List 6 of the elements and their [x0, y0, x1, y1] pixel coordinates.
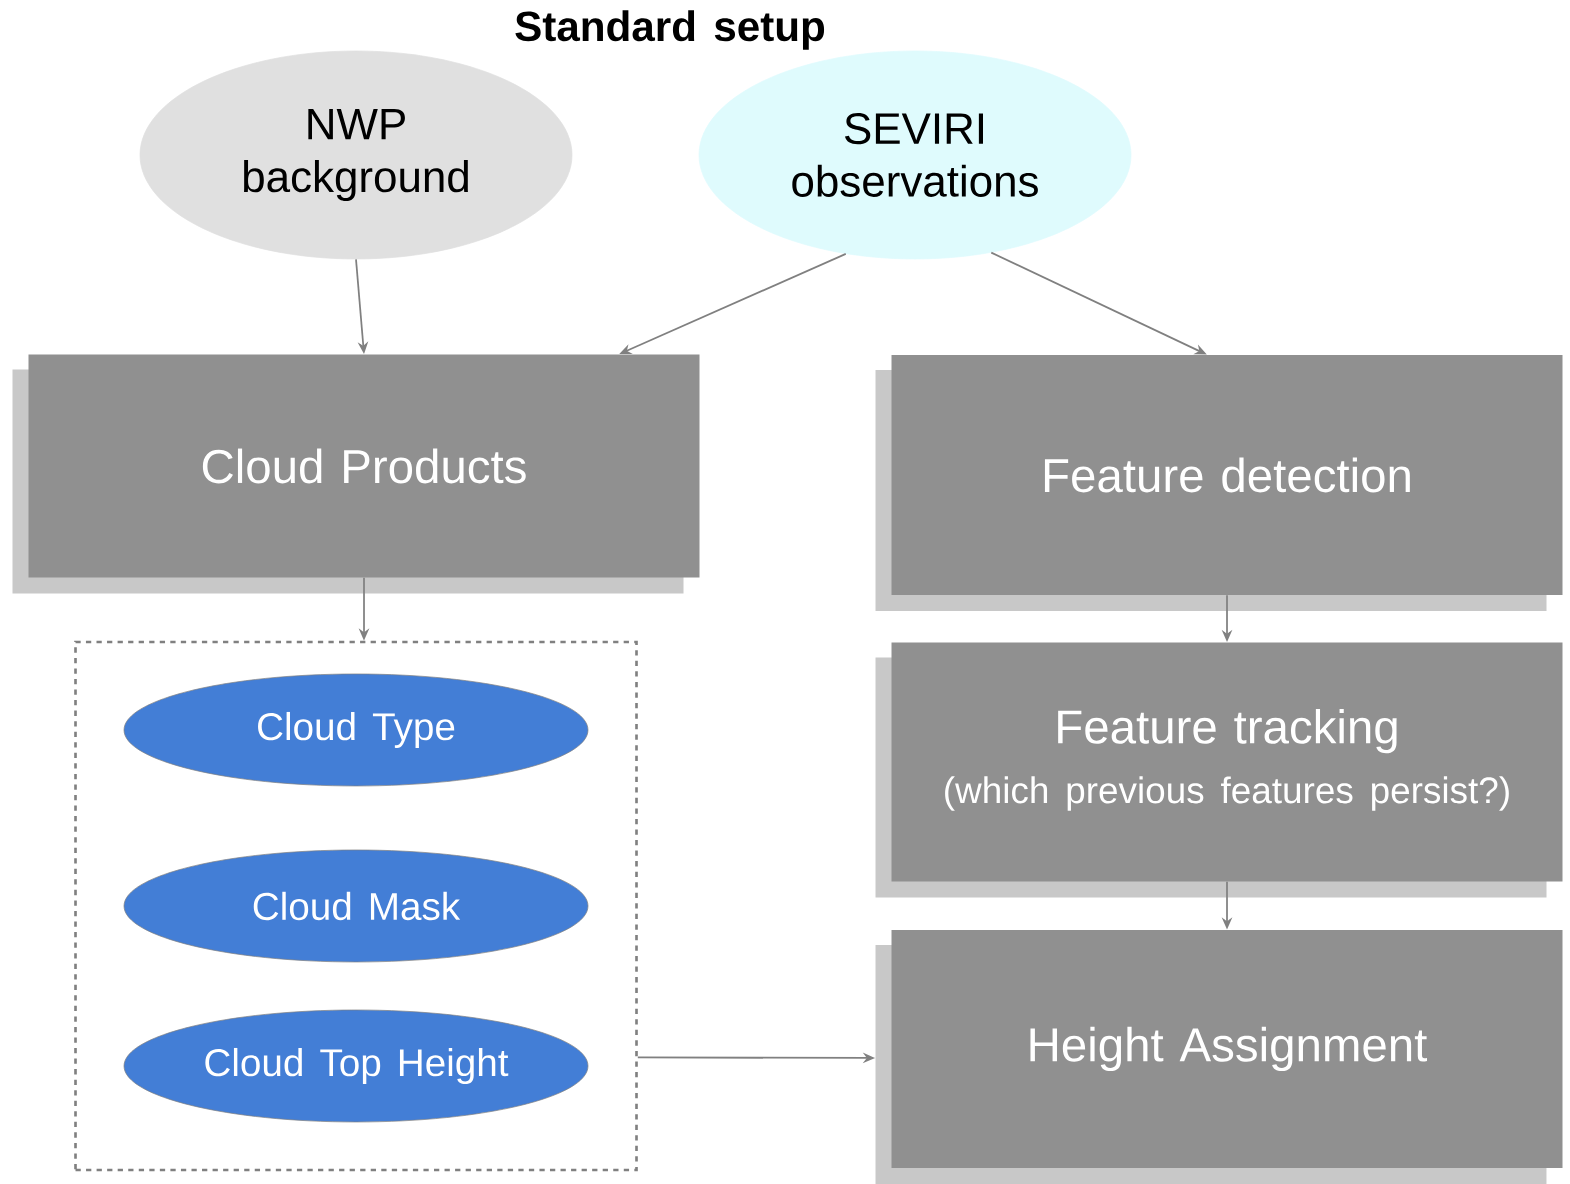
process-box: Feature tracking (which previous features persist?): [875, 642, 1563, 898]
process-box: Height Assignment: [875, 930, 1563, 1184]
process-box: Feature detection: [875, 355, 1563, 611]
title: Standard setup: [515, 10, 825, 50]
dashed-group-box: [74, 640, 638, 1172]
process-box: Cloud Products: [12, 354, 700, 594]
